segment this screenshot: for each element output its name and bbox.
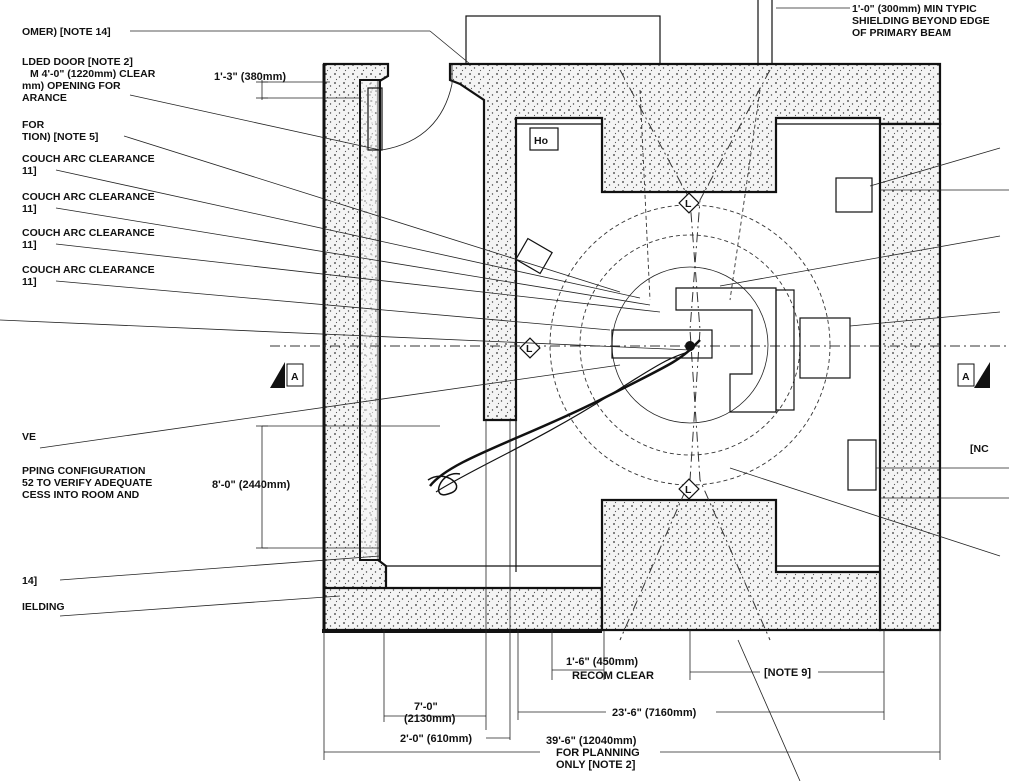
dimension-overall: 39'-6" (12040mm) FOR PLANNING ONLY [NOTE… bbox=[324, 735, 940, 771]
dimension-note9: [NOTE 9] bbox=[690, 667, 884, 679]
svg-text:LDED DOOR [NOTE 2]: LDED DOOR [NOTE 2] bbox=[22, 56, 133, 68]
level-marker-left: L bbox=[519, 337, 541, 359]
bottom-extension-lines bbox=[323, 420, 941, 760]
right-leaders: [NC bbox=[719, 147, 1009, 557]
svg-text:ARANCE: ARANCE bbox=[22, 92, 67, 104]
svg-text:FOR PLANNING: FOR PLANNING bbox=[556, 747, 640, 759]
svg-text:11]: 11] bbox=[22, 203, 37, 215]
left-notes: OMER) [NOTE 14] LDED DOOR [NOTE 2] M 4'-… bbox=[0, 26, 691, 617]
section-marker-right: A bbox=[957, 362, 990, 388]
svg-text:(2130mm): (2130mm) bbox=[404, 713, 456, 725]
svg-text:52 TO VERIFY ADEQUATE: 52 TO VERIFY ADEQUATE bbox=[22, 477, 152, 489]
svg-text:M 4'-0" (1220mm) CLEAR: M 4'-0" (1220mm) CLEAR bbox=[30, 68, 156, 80]
svg-text:COUCH ARC CLEARANCE: COUCH ARC CLEARANCE bbox=[22, 191, 155, 203]
svg-text:L: L bbox=[685, 484, 692, 496]
svg-text:A: A bbox=[962, 371, 970, 383]
dimension-door-wall: 1'-3" (380mm) bbox=[214, 71, 362, 100]
svg-text:[NC: [NC bbox=[970, 443, 989, 455]
svg-text:11]: 11] bbox=[22, 239, 37, 251]
svg-text:COUCH ARC CLEARANCE: COUCH ARC CLEARANCE bbox=[22, 264, 155, 276]
svg-text:23'-6" (7160mm): 23'-6" (7160mm) bbox=[612, 707, 697, 719]
cabinet bbox=[847, 439, 877, 491]
svg-text:14]: 14] bbox=[22, 575, 37, 587]
svg-text:PPING CONFIGURATION: PPING CONFIGURATION bbox=[22, 465, 145, 477]
outer-shielding-walls bbox=[322, 62, 942, 632]
svg-text:OF PRIMARY BEAM: OF PRIMARY BEAM bbox=[852, 27, 951, 39]
dimension-room-width: 23'-6" (7160mm) bbox=[518, 707, 884, 719]
svg-text:FOR: FOR bbox=[22, 119, 45, 131]
svg-text:SHIELDING BEYOND EDGE: SHIELDING BEYOND EDGE bbox=[852, 15, 990, 27]
svg-text:CESS INTO ROOM AND: CESS INTO ROOM AND bbox=[22, 489, 140, 501]
svg-text:COUCH ARC CLEARANCE: COUCH ARC CLEARANCE bbox=[22, 227, 155, 239]
svg-text:11]: 11] bbox=[22, 165, 37, 177]
primary-beam-lines bbox=[619, 69, 771, 641]
dimension-maze-width: 8'-0" (2440mm) bbox=[212, 425, 440, 549]
svg-text:8'-0" (2440mm): 8'-0" (2440mm) bbox=[212, 479, 290, 491]
svg-text:OMER) [NOTE 14]: OMER) [NOTE 14] bbox=[22, 26, 111, 38]
svg-text:39'-6" (12040mm): 39'-6" (12040mm) bbox=[546, 735, 637, 747]
dimension-rec-clear: 1'-6" (450mm) RECOM CLEAR bbox=[552, 656, 654, 682]
svg-text:VE: VE bbox=[22, 431, 36, 443]
svg-text:RECOM CLEAR: RECOM CLEAR bbox=[572, 670, 654, 682]
svg-text:IELDING: IELDING bbox=[22, 601, 65, 613]
treatment-room: Ho bbox=[386, 123, 881, 572]
section-marker-left: A bbox=[270, 362, 304, 388]
svg-text:1'-6" (450mm): 1'-6" (450mm) bbox=[566, 656, 638, 668]
level-marker-top: L bbox=[678, 192, 700, 214]
svg-text:[NOTE 9]: [NOTE 9] bbox=[764, 667, 811, 679]
svg-text:1'-3" (380mm): 1'-3" (380mm) bbox=[214, 71, 286, 83]
svg-text:L: L bbox=[685, 198, 692, 210]
svg-text:A: A bbox=[291, 371, 299, 383]
svg-text:L: L bbox=[526, 343, 533, 355]
shielded-door bbox=[367, 66, 453, 151]
dimension-maze-length: 7'-0" (2130mm) bbox=[384, 701, 486, 725]
svg-text:7'-0": 7'-0" bbox=[414, 701, 438, 713]
top-right-note: 1'-0" (300mm) MIN TYPIC SHIELDING BEYOND… bbox=[776, 3, 990, 39]
svg-text:TION) [NOTE 5]: TION) [NOTE 5] bbox=[22, 131, 98, 143]
svg-text:2'-0" (610mm): 2'-0" (610mm) bbox=[400, 733, 472, 745]
dimension-wall-2ft: 2'-0" (610mm) bbox=[400, 733, 510, 745]
svg-text:COUCH ARC CLEARANCE: COUCH ARC CLEARANCE bbox=[22, 153, 155, 165]
svg-text:ONLY [NOTE 2]: ONLY [NOTE 2] bbox=[556, 759, 636, 771]
ceiling-duct bbox=[465, 15, 661, 65]
level-marker-bottom: L bbox=[678, 478, 700, 500]
svg-text:1'-0" (300mm) MIN TYPIC: 1'-0" (300mm) MIN TYPIC bbox=[852, 3, 977, 15]
svg-text:11]: 11] bbox=[22, 276, 37, 288]
svg-text:Ho: Ho bbox=[534, 135, 548, 147]
cabinet bbox=[515, 237, 553, 275]
linear-accelerator bbox=[611, 287, 851, 413]
cabinet bbox=[835, 177, 873, 213]
svg-text:mm) OPENING FOR: mm) OPENING FOR bbox=[22, 80, 121, 92]
